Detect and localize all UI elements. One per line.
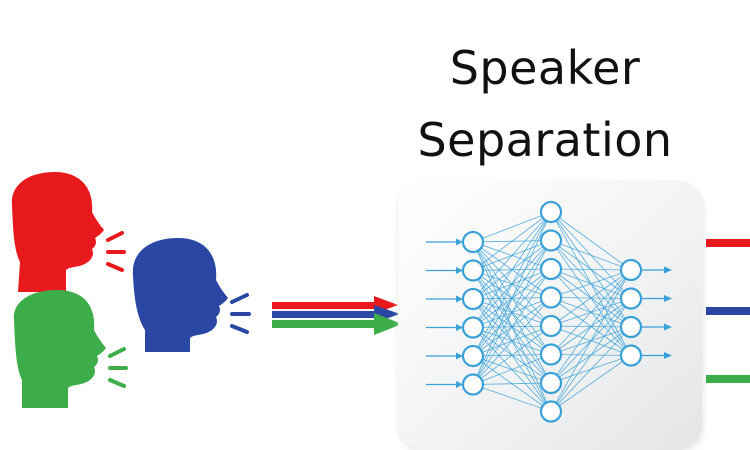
network-connection xyxy=(472,211,552,357)
network-node-layer-2 xyxy=(539,400,563,423)
network-connection xyxy=(472,268,552,385)
output-signals xyxy=(706,239,750,383)
network-connection xyxy=(472,211,552,243)
network-node-layer-1 xyxy=(461,316,485,339)
network-node-layer-2 xyxy=(539,343,563,366)
network-connection xyxy=(472,354,552,385)
red-speaker-head-icon xyxy=(11,172,126,292)
network-node-layer-1 xyxy=(461,287,485,311)
network-node-layer-2 xyxy=(539,257,563,281)
network-connection xyxy=(550,268,632,271)
network-connection xyxy=(472,325,552,385)
network-connection xyxy=(550,211,632,271)
network-node-layer-1 xyxy=(461,259,485,282)
network-connection xyxy=(550,269,632,412)
blue-speaker-head-icon xyxy=(132,238,251,352)
network-node-layer-2 xyxy=(539,314,563,338)
network-node-layer-1 xyxy=(461,373,485,396)
mixed-signal-arrow xyxy=(272,296,402,335)
network-connection xyxy=(550,269,632,327)
network-connection xyxy=(550,269,632,298)
network-connection xyxy=(550,298,632,412)
network-connection xyxy=(550,326,632,412)
network-connection xyxy=(472,211,552,385)
network-node-layer-1 xyxy=(461,344,485,368)
network-connection xyxy=(550,355,632,412)
input-arrow-head xyxy=(456,238,463,246)
network-connection xyxy=(472,211,552,328)
network-node-layer-2 xyxy=(539,286,563,309)
input-arrow-head xyxy=(456,267,463,274)
input-arrow-head xyxy=(456,352,463,360)
network-connection xyxy=(550,269,632,384)
title-line-2: Separation xyxy=(417,113,673,167)
network-node-layer-1 xyxy=(461,230,485,254)
network-connection xyxy=(472,211,552,300)
output-green-signal xyxy=(706,375,750,383)
network-connection xyxy=(472,240,552,385)
neural-network xyxy=(426,200,672,423)
network-node-layer-2 xyxy=(539,371,563,395)
network-node-layer-2 xyxy=(539,200,563,224)
network-node-layer-3 xyxy=(619,287,643,310)
network-connection xyxy=(472,382,552,385)
output-arrow-head xyxy=(664,352,672,359)
output-blue-signal xyxy=(706,307,750,315)
output-arrow-head xyxy=(664,266,672,274)
network-node-layer-2 xyxy=(539,229,563,252)
output-arrow-head xyxy=(664,323,672,331)
network-connection xyxy=(472,384,552,412)
network-connection xyxy=(472,297,552,385)
title-line-1: Speaker xyxy=(449,41,641,95)
green-speaker-head-icon xyxy=(13,290,128,408)
input-arrow-head xyxy=(456,324,463,331)
input-arrow-head xyxy=(456,381,463,388)
network-node-layer-3 xyxy=(619,258,643,282)
input-arrow-head xyxy=(456,295,463,303)
network-node-layer-3 xyxy=(619,344,643,367)
network-connection xyxy=(550,240,632,271)
network-connection xyxy=(550,269,632,355)
network-node-layer-3 xyxy=(619,315,643,339)
network-connection xyxy=(472,211,552,271)
output-arrow-head xyxy=(664,295,672,302)
output-red-signal xyxy=(706,239,750,247)
